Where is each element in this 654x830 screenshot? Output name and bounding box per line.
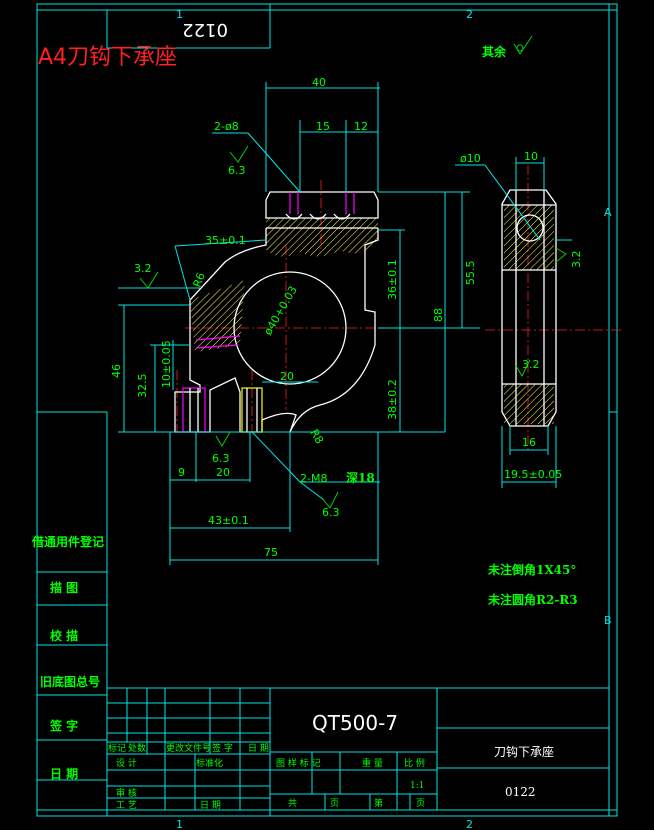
dim-r6: R6 xyxy=(191,271,208,289)
dim-20: 20 xyxy=(216,466,230,479)
dim-thread: 2-M8 xyxy=(300,472,327,485)
roughness-symbols xyxy=(139,145,567,509)
zone-number-1-top: 1 xyxy=(176,8,183,21)
side-view xyxy=(501,189,557,427)
front-view xyxy=(174,191,379,433)
title-block: QT500-7 刀钩下承座 0122 1:1 标记 处数 更改文件号 签 字 日… xyxy=(106,687,610,811)
scale-value: 1:1 xyxy=(410,781,424,791)
sheet-label-3: 页 xyxy=(416,798,425,809)
zone-number-2-bottom: 2 xyxy=(466,818,473,830)
roughness-6-3-thread: 6.3 xyxy=(322,506,340,519)
dim-35: 35±0.1 xyxy=(205,234,246,247)
left-item-1: 描 图 xyxy=(50,580,78,595)
roughness-6-3-top: 6.3 xyxy=(228,164,246,177)
dim-12: 12 xyxy=(354,120,368,133)
dim-phi10: ø10 xyxy=(460,152,481,165)
dim-9: 9 xyxy=(178,466,185,479)
sheet-label-1: 页 xyxy=(330,798,339,809)
dim-88: 88 xyxy=(432,308,445,322)
part-name: 刀钩下承座 xyxy=(494,744,554,759)
left-item-0: 借通用件登记 xyxy=(31,534,104,549)
dim-40: 40 xyxy=(312,76,326,89)
zone-letter-a: A xyxy=(604,206,612,219)
col-label-1: 标准化 xyxy=(196,757,223,769)
left-item-3: 旧底图总号 xyxy=(40,674,100,689)
material: QT500-7 xyxy=(312,711,398,735)
sheet-label-0: 共 xyxy=(288,798,297,809)
dim-55-5: 55.5 xyxy=(464,261,477,286)
zone-markers: 1 2 1 2 A B xyxy=(176,8,612,830)
review-label-1: 工 艺 xyxy=(116,800,137,811)
dim-38: 38±0.2 xyxy=(386,379,399,420)
review-label-2: 日 期 xyxy=(200,800,221,811)
zone-number-1-bottom: 1 xyxy=(176,818,183,830)
left-item-5: 日 期 xyxy=(50,766,78,781)
svg-text:其余: 其余 xyxy=(482,44,507,59)
dim-75: 75 xyxy=(264,546,278,559)
dim-46: 46 xyxy=(110,364,123,378)
row-label-3: 签 字 xyxy=(212,742,233,754)
roughness-3-2-left: 3.2 xyxy=(134,262,152,275)
dim-32-5: 32.5 xyxy=(136,374,149,399)
col-label-0: 设 计 xyxy=(116,757,137,769)
review-label-0: 审 核 xyxy=(116,787,137,799)
dimension-lines xyxy=(118,82,572,565)
zone-letter-b: B xyxy=(604,614,612,627)
note-fillet: 未注圆角R2-R3 xyxy=(487,592,578,607)
row-label-4: 日 期 xyxy=(248,743,269,754)
stage-label-2: 比 例 xyxy=(404,757,425,769)
dim-bore: ø40+0.03 xyxy=(261,284,299,338)
dim-36: 36±0.1 xyxy=(386,259,399,300)
dim-2-phi8: 2-ø8 xyxy=(214,120,239,133)
drawing-number: 0122 xyxy=(505,785,536,799)
row-label-0: 标记 xyxy=(108,742,126,754)
dim-r8: R8 xyxy=(307,427,326,446)
dim-19-5: 19.5±0.05 xyxy=(504,468,562,481)
stage-label-0: 图 样 标 记 xyxy=(276,757,321,769)
note-chamfer: 未注倒角1X45° xyxy=(487,562,576,577)
left-column: 借通用件登记 描 图 校 描 旧底图总号 签 字 日 期 xyxy=(31,534,107,781)
sheet-label-2: 第 xyxy=(374,797,383,809)
dim-20-inner: 20 xyxy=(280,370,294,383)
dim-thread-depth: 深18 xyxy=(346,470,375,485)
roughness-3-2-side-right: 3.2 xyxy=(570,251,583,269)
dim-10-fit: 10±0.05 xyxy=(160,340,173,388)
dim-43: 43±0.1 xyxy=(208,514,249,527)
roughness-6-3-bottom: 6.3 xyxy=(212,452,230,465)
surface-roughness-rest: 其余 xyxy=(482,35,533,59)
row-label-2: 更改文件号 xyxy=(166,742,211,754)
dim-16: 16 xyxy=(522,436,536,449)
row-label-1: 处数 xyxy=(128,742,146,754)
mirrored-drawing-number: 0122 xyxy=(182,19,228,40)
dim-15: 15 xyxy=(316,120,330,133)
zone-number-2-top: 2 xyxy=(466,8,473,21)
roughness-3-2-side: 3.2 xyxy=(522,358,540,371)
stage-label-1: 重 量 xyxy=(362,757,383,769)
left-item-2: 校 描 xyxy=(50,628,78,643)
dim-10: 10 xyxy=(524,150,538,163)
left-item-4: 签 字 xyxy=(49,718,78,733)
title-overlay: A4刀钩下承座 xyxy=(38,45,177,70)
